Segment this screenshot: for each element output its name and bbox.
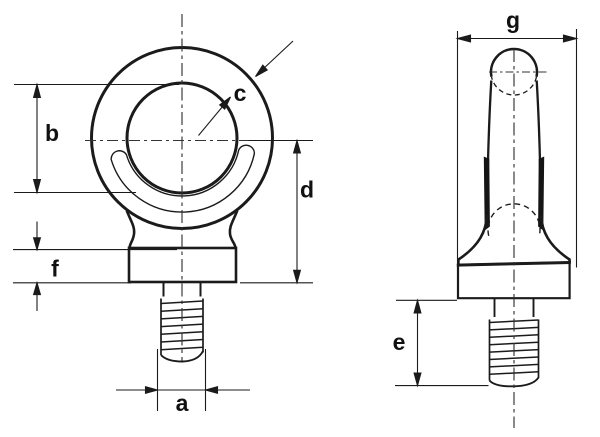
neck-right-outline <box>228 210 239 249</box>
dimension-d <box>240 138 313 285</box>
dimension-g-label: g <box>506 7 520 33</box>
dimension-e <box>395 298 489 388</box>
leader-c <box>198 96 231 136</box>
leader-c-arrow <box>218 96 231 110</box>
dim-a-arrow-left <box>203 385 219 395</box>
dim-e-arrow-down <box>413 372 422 388</box>
dim-f-arrow-down <box>32 237 42 252</box>
ring-top-hidden-arc <box>490 76 538 96</box>
dim-e-arrow-up <box>413 298 422 314</box>
dim-b-arrow-up <box>32 82 42 99</box>
front-view: b f a d <box>13 14 314 416</box>
dimension-b-label: b <box>45 120 59 146</box>
dim-d-arrow-down <box>292 269 302 285</box>
dim-f-arrow-up <box>32 280 42 296</box>
shank-side <box>488 298 540 388</box>
dim-a-arrow-right <box>144 385 160 395</box>
ring-leader-line <box>261 40 294 71</box>
bell-flare-right <box>539 214 571 263</box>
dimension-f <box>13 221 177 311</box>
neck-left-outline <box>125 210 136 249</box>
dimension-d-label: d <box>300 177 314 203</box>
shank-front <box>160 282 204 363</box>
side-view: g e <box>393 7 579 428</box>
dimension-g <box>455 29 579 268</box>
dimension-b <box>14 82 179 195</box>
ring-section-leader-arrow <box>255 40 294 77</box>
rib-strip-left <box>483 156 490 231</box>
leader-c-line <box>198 102 226 136</box>
bell-flare-left <box>457 214 489 265</box>
dimension-a-label: a <box>176 390 189 416</box>
thread-end-chamfer-front <box>160 350 204 363</box>
ring-leader-arrow <box>255 64 269 77</box>
dimension-a <box>116 349 250 411</box>
dimension-c-label: c <box>234 80 247 106</box>
dimension-e-label: e <box>393 329 406 355</box>
eye-bottom-hidden-arc <box>487 203 541 236</box>
dim-g-arrow-right <box>562 34 579 43</box>
dim-g-arrow-left <box>455 34 472 43</box>
relief-slot <box>110 144 256 213</box>
dim-d-arrow-up <box>292 138 302 154</box>
dim-b-arrow-down <box>32 178 42 195</box>
rib-strip-right <box>538 156 545 231</box>
dimension-f-label: f <box>51 256 59 282</box>
